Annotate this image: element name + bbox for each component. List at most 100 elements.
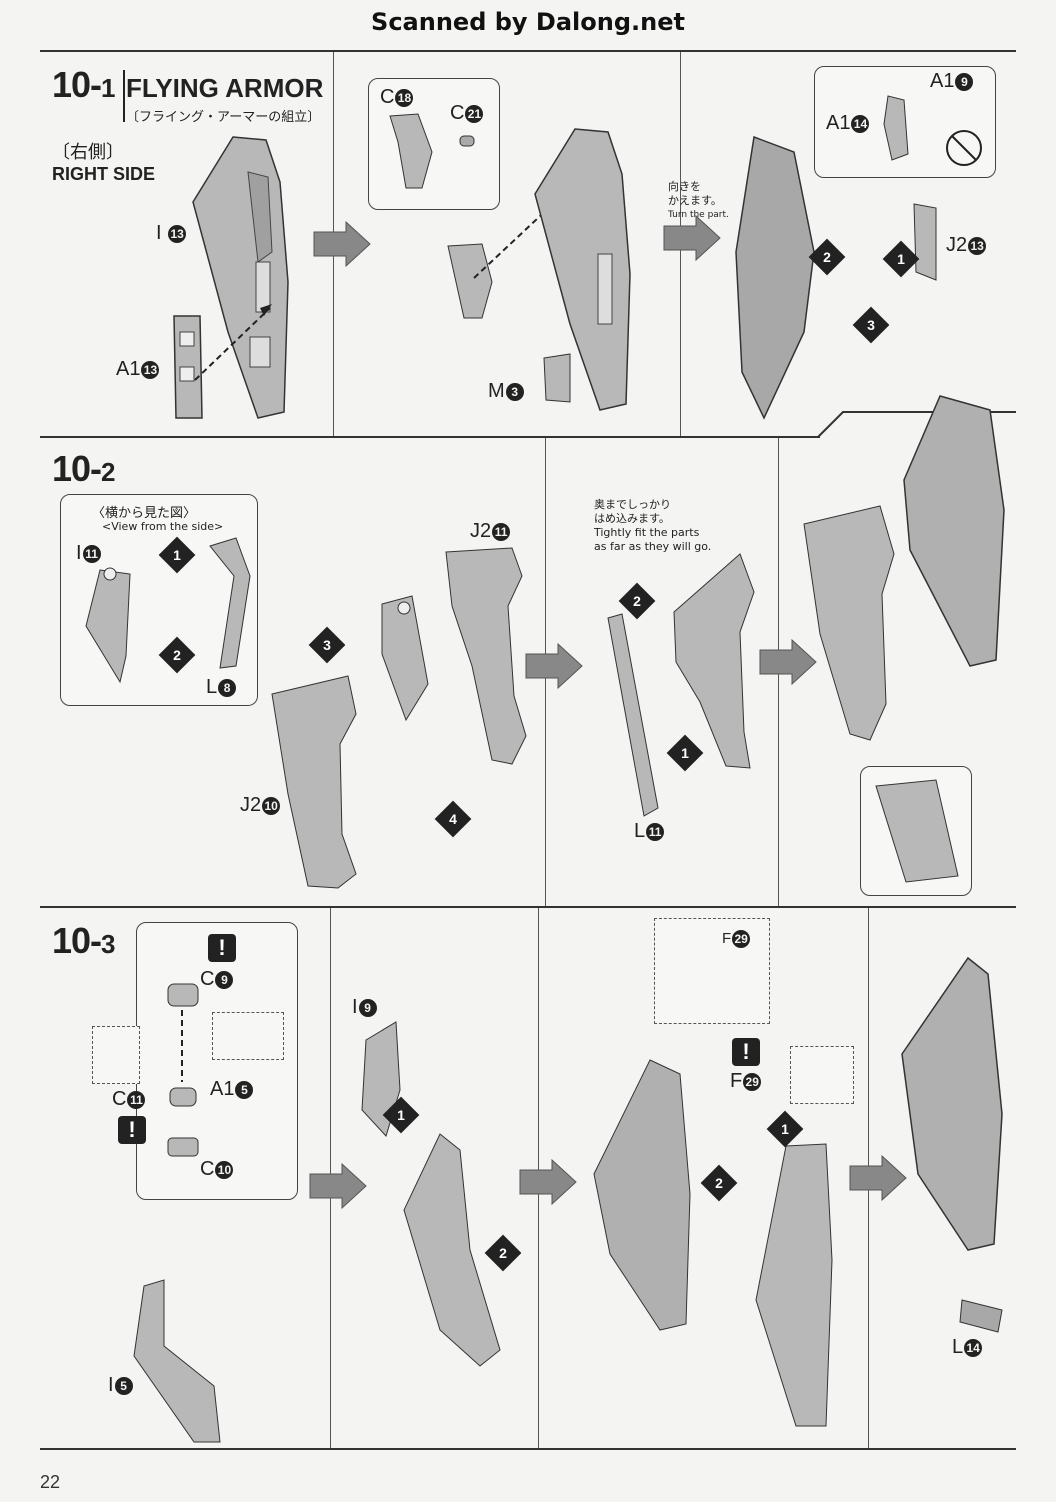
fit-note-en: Tightly fit the parts as far as they wil…	[594, 526, 712, 553]
armor-assembly-illustration	[593, 1059, 691, 1331]
detail-closeup-illustration	[875, 779, 959, 883]
section-10-1-title-jp: 〔フライング・アーマーの組立〕	[126, 110, 321, 125]
part-l14-illustration	[959, 1299, 1003, 1333]
part-j2-11-illustration	[445, 547, 527, 765]
small-part-illustration	[883, 95, 909, 161]
step-marker: 2	[808, 238, 846, 276]
armor-assembly-illustration	[403, 1133, 501, 1367]
small-bracket-illustration	[173, 315, 203, 419]
detail-inset	[790, 1046, 854, 1104]
next-step-arrow	[519, 1158, 577, 1206]
part-i11-illustration	[85, 567, 131, 684]
small-parts-stack-illustration	[167, 983, 199, 1157]
armor-panel-illustration	[534, 128, 631, 411]
step-marker: 1	[766, 1110, 804, 1148]
small-part-illustration	[447, 243, 493, 319]
armor-assembly-illustration	[755, 1143, 833, 1427]
fit-note-jp: 奥までしっかり はめ込みます。	[594, 498, 671, 525]
detail-inset	[212, 1012, 284, 1060]
next-step-arrow	[525, 642, 583, 690]
divider-10-1	[40, 436, 820, 438]
next-step-arrow	[309, 1162, 367, 1210]
fit-note: 奥までしっかり はめ込みます。 Tightly fit the parts as…	[594, 498, 711, 554]
side-view-label-en: <View from the side>	[102, 520, 224, 533]
side-label-jp: 〔右側〕	[52, 142, 124, 163]
next-step-arrow	[313, 220, 371, 268]
detail-inset	[92, 1026, 140, 1084]
divider-10-2	[40, 906, 1016, 908]
armor-panel-illustration	[192, 136, 289, 419]
top-rule	[40, 50, 1016, 52]
turn-part-note: 向きを かえます。 Turn the part.	[668, 180, 729, 222]
part-label-i13: I 13	[156, 222, 187, 245]
small-part-c21-illustration	[459, 135, 475, 147]
turn-note-jp: 向きを かえます。	[668, 180, 722, 207]
warning-icon: !	[732, 1038, 760, 1066]
next-step-arrow	[663, 214, 721, 262]
side-label-en: RIGHT SIDE	[52, 164, 156, 184]
armor-completed-illustration	[901, 956, 1003, 1251]
step-marker: 4	[434, 800, 472, 838]
section-10-1-title: 10-1 FLYING ARMOR	[52, 64, 324, 105]
no-cut-icon	[946, 130, 982, 166]
next-step-arrow	[849, 1154, 907, 1202]
step-marker: 1	[666, 734, 704, 772]
page-number: 22	[40, 1472, 61, 1492]
step-marker: 2	[618, 582, 656, 620]
small-part-m3-illustration	[543, 353, 571, 403]
step-marker: 1	[382, 1096, 420, 1134]
step-marker: 1	[882, 240, 920, 278]
part-j2-10-illustration	[271, 675, 357, 889]
step-marker: 3	[308, 626, 346, 664]
section-10-2-title: 10-2	[52, 448, 116, 489]
step-marker: 1	[158, 536, 196, 574]
part-l11-illustration	[607, 613, 659, 817]
armor-panel-turned-illustration	[735, 135, 815, 420]
part-l8-illustration	[209, 537, 251, 669]
armor-assembly-illustration	[803, 505, 895, 741]
assembly-arrow-dashed	[194, 304, 272, 381]
scan-credit: Scanned by Dalong.net	[371, 8, 685, 36]
warning-icon: !	[208, 934, 236, 962]
bottom-rule	[40, 1448, 1016, 1450]
detail-inset-f29	[654, 918, 770, 1024]
warning-icon: !	[118, 1116, 146, 1144]
step-marker: 3	[852, 306, 890, 344]
turn-note-en: Turn the part.	[668, 210, 729, 220]
detail-box-c18-c21	[368, 78, 500, 210]
armor-panel-illustration	[903, 395, 1005, 667]
small-part-j2-13-illustration	[913, 203, 937, 281]
armor-assembly-illustration	[673, 553, 755, 769]
step-marker: 2	[158, 636, 196, 674]
title-separator	[123, 70, 125, 122]
step-marker: 2	[484, 1234, 522, 1272]
next-step-arrow	[759, 638, 817, 686]
section-10-3-title: 10-3	[52, 920, 116, 961]
part-i11-illustration	[381, 595, 429, 722]
side-view-label-jp: 〈横から見た図〉	[92, 506, 197, 521]
small-part-c18-illustration	[389, 113, 433, 189]
part-i5-illustration	[133, 1279, 221, 1443]
step-marker: 2	[700, 1164, 738, 1202]
